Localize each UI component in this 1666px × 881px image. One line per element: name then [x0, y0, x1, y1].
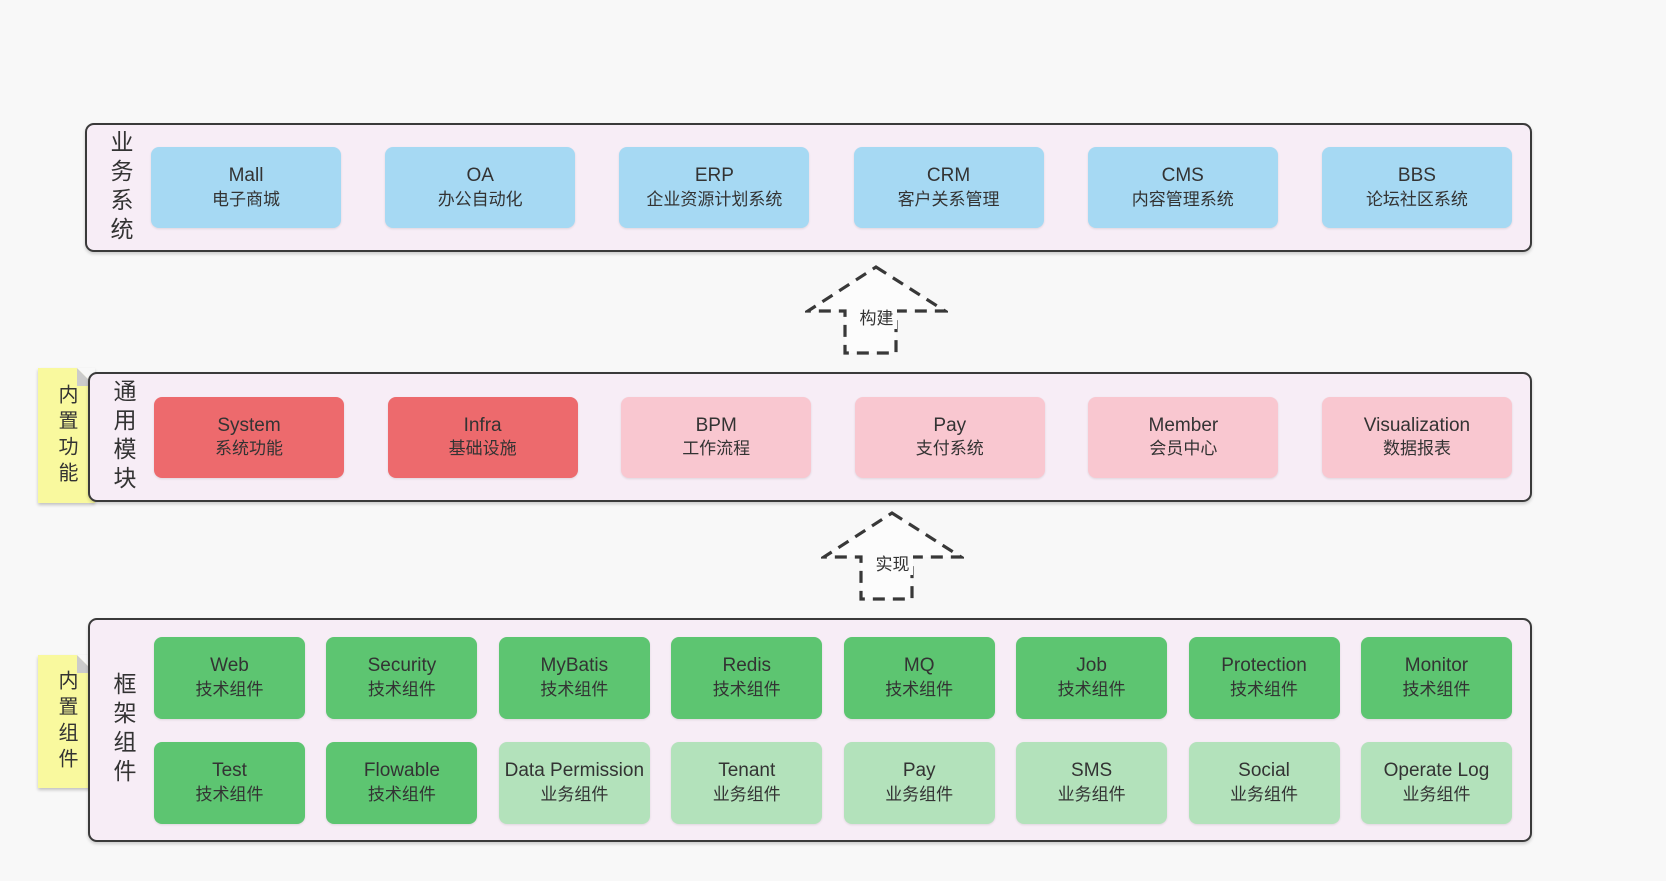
box-test: Test 技术组件 — [154, 741, 305, 824]
box-tenant: Tenant 业务组件 — [671, 741, 823, 824]
arrow-label: 构建 — [856, 304, 897, 329]
box-member: Member 会员中心 — [1088, 396, 1279, 478]
band-framework-components: 框架组件 Web 技术组件 Security 技术组件 MyBatis 技术组件… — [88, 618, 1532, 842]
sticky-note-builtin-components: 内置组件 — [38, 655, 95, 788]
arrow-implement: 实现 — [821, 510, 964, 602]
tech-component-row: Web 技术组件 Security 技术组件 MyBatis 技术组件 Redi… — [154, 636, 1512, 719]
band-label: 通用模块 — [110, 379, 136, 495]
band-label: 业务系统 — [107, 129, 133, 246]
box-mq: MQ 技术组件 — [843, 636, 995, 719]
band-common-modules: 通用模块 System 系统功能 Infra 基础设施 BPM 工作流程 Pay… — [88, 372, 1532, 502]
box-crm: CRM 客户关系管理 — [853, 147, 1044, 228]
box-mall: Mall 电子商城 — [151, 147, 341, 228]
box-data-permission: Data Permission 业务组件 — [498, 741, 650, 824]
arrow-build: 构建 — [805, 264, 948, 356]
arrow-label: 实现 — [872, 550, 913, 575]
module-box-row: System 系统功能 Infra 基础设施 BPM 工作流程 Pay 支付系统… — [140, 374, 1530, 500]
sticky-note-label: 内置功能 — [55, 383, 77, 488]
box-operate-log: Operate Log 业务组件 — [1360, 741, 1512, 824]
box-web: Web 技术组件 — [154, 636, 305, 719]
band-business-systems: 业务系统 Mall 电子商城 OA 办公自动化 ERP 企业资源计划系统 CRM… — [85, 123, 1532, 252]
box-social: Social 业务组件 — [1188, 741, 1340, 824]
box-erp: ERP 企业资源计划系统 — [619, 147, 810, 228]
box-sms: SMS 业务组件 — [1016, 741, 1168, 824]
box-flowable: Flowable 技术组件 — [326, 741, 478, 824]
sticky-note-label: 内置组件 — [55, 669, 77, 774]
box-cms: CMS 内容管理系统 — [1087, 147, 1278, 228]
business-box-row: Mall 电子商城 OA 办公自动化 ERP 企业资源计划系统 CRM 客户关系… — [137, 125, 1530, 250]
sticky-note-builtin-features: 内置功能 — [38, 368, 95, 503]
box-redis: Redis 技术组件 — [671, 636, 823, 719]
box-system: System 系统功能 — [154, 396, 344, 478]
box-monitor: Monitor 技术组件 — [1360, 636, 1512, 719]
box-infra: Infra 基础设施 — [387, 396, 578, 478]
box-visualization: Visualization 数据报表 — [1321, 396, 1512, 478]
component-box-grid: Web 技术组件 Security 技术组件 MyBatis 技术组件 Redi… — [140, 620, 1530, 840]
box-pay-biz: Pay 业务组件 — [843, 741, 995, 824]
band-label: 框架组件 — [110, 672, 136, 788]
box-bbs: BBS 论坛社区系统 — [1321, 147, 1512, 228]
biz-component-row: Test 技术组件 Flowable 技术组件 Data Permission … — [154, 741, 1512, 824]
box-mybatis: MyBatis 技术组件 — [498, 636, 650, 719]
box-job: Job 技术组件 — [1016, 636, 1168, 719]
box-pay: Pay 支付系统 — [854, 396, 1045, 478]
box-protection: Protection 技术组件 — [1188, 636, 1340, 719]
box-oa: OA 办公自动化 — [385, 147, 576, 228]
box-security: Security 技术组件 — [326, 636, 478, 719]
box-bpm: BPM 工作流程 — [621, 396, 812, 478]
